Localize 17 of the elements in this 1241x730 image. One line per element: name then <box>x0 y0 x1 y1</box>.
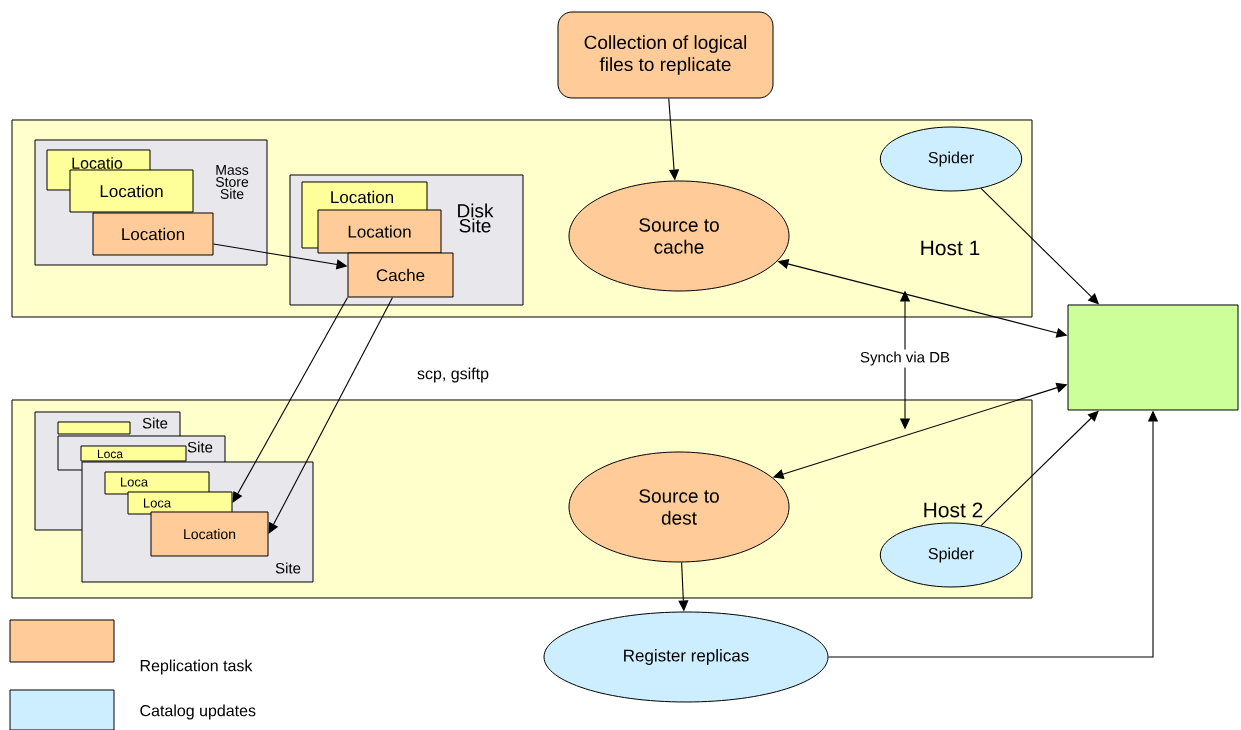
edge-label: Synch via DB <box>858 349 953 368</box>
location-box: Loca <box>104 471 210 495</box>
location-box <box>57 421 131 435</box>
cache-box: Cache <box>347 252 454 298</box>
location-box: Loca <box>127 491 233 515</box>
location-box: Location <box>317 209 442 254</box>
legend-label: Replication task <box>140 659 253 675</box>
arrow <box>268 296 394 534</box>
legend-label: Catalog updates <box>140 704 256 720</box>
text-label: scp, gsiftp <box>417 367 489 383</box>
arrow <box>980 410 1099 527</box>
location-box: Location <box>150 511 269 557</box>
database-box <box>1067 304 1239 411</box>
location-box: Location <box>69 169 194 213</box>
location-box: Location <box>92 212 214 256</box>
location-box: Loca <box>80 445 187 462</box>
task-box: Collection of logical files to replicate <box>557 11 774 99</box>
